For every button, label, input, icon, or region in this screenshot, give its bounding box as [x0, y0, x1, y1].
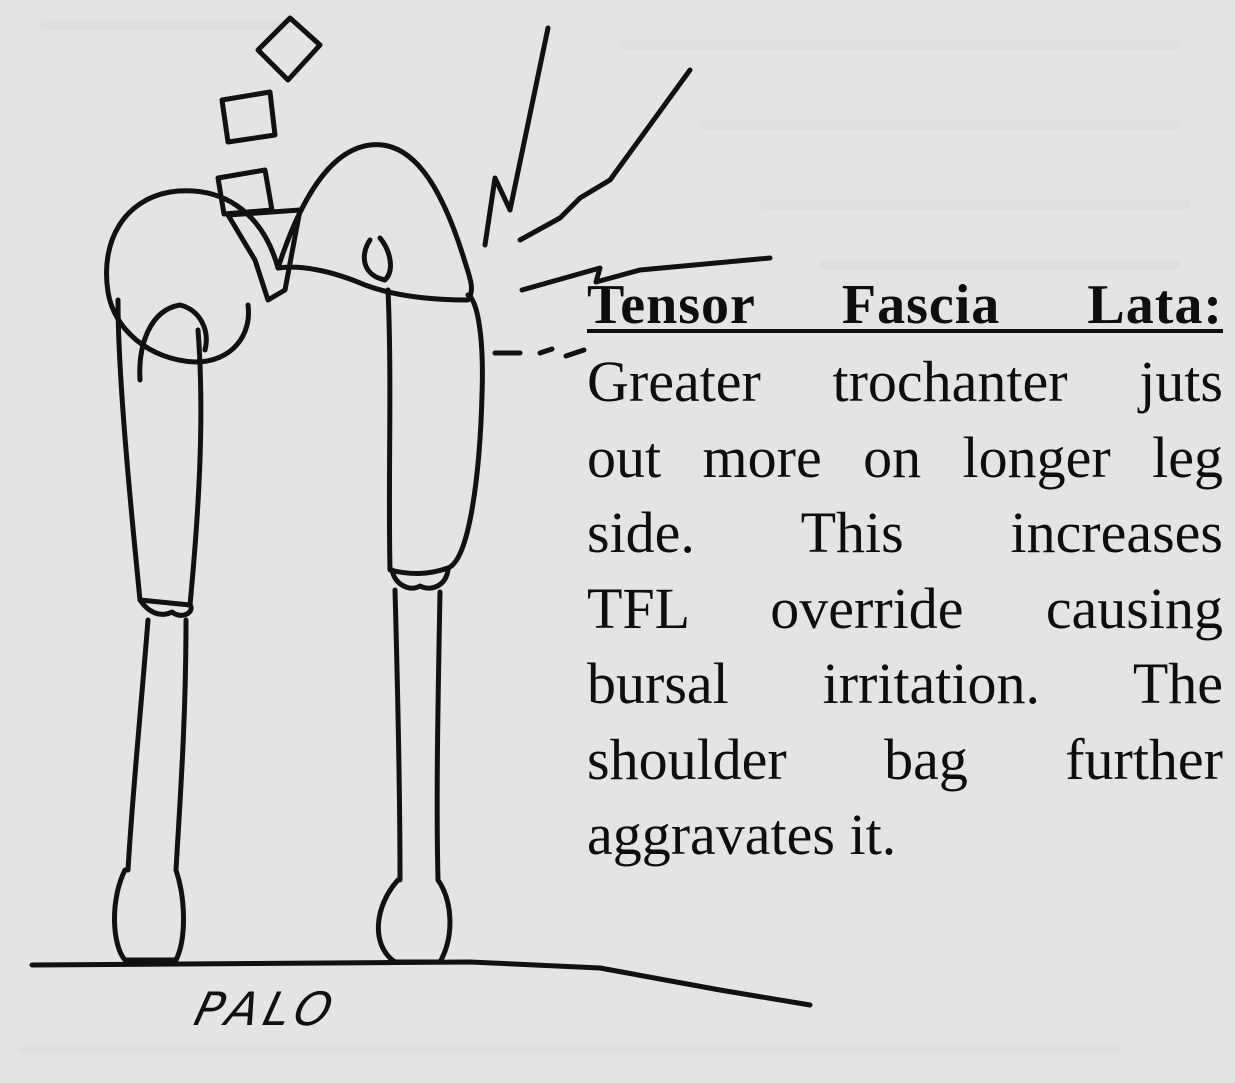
leader-line	[540, 349, 552, 353]
tensor-fascia-lata-caption: Tensor Fascia Lata: Greater trochanter j…	[587, 272, 1223, 873]
caption-line: shoulder bag further	[587, 722, 1223, 798]
caption-line: bursal irritation. The	[587, 646, 1223, 722]
left-tibia	[128, 620, 186, 870]
leader-line	[566, 350, 584, 356]
left-femoral-head	[140, 305, 206, 380]
handwritten-signature: PALO	[189, 982, 344, 1036]
caption-body: Greater trochanter juts out more on long…	[587, 344, 1223, 873]
caption-line: out more on longer leg	[587, 420, 1223, 496]
left-femur	[118, 300, 201, 605]
right-femur	[388, 290, 482, 574]
caption-line: TFL override causing	[587, 571, 1223, 647]
right-femoral-head	[364, 238, 390, 280]
vertebra-middle	[222, 92, 275, 142]
left-ilium	[107, 191, 278, 362]
vertebra-lower	[218, 170, 272, 214]
caption-line: Greater trochanter juts	[587, 344, 1223, 420]
caption-line: side. This increases	[587, 495, 1223, 571]
caption-title: Tensor Fascia Lata:	[587, 272, 1223, 338]
right-foot	[378, 880, 450, 962]
left-foot	[114, 870, 183, 960]
caption-line: aggravates it.	[587, 797, 1223, 873]
ground-line	[32, 962, 810, 1005]
irritation-mark	[485, 28, 548, 245]
sacrum	[228, 210, 300, 300]
irritation-mark	[520, 70, 690, 240]
right-tibia	[395, 590, 440, 880]
vertebra-top	[258, 18, 320, 80]
